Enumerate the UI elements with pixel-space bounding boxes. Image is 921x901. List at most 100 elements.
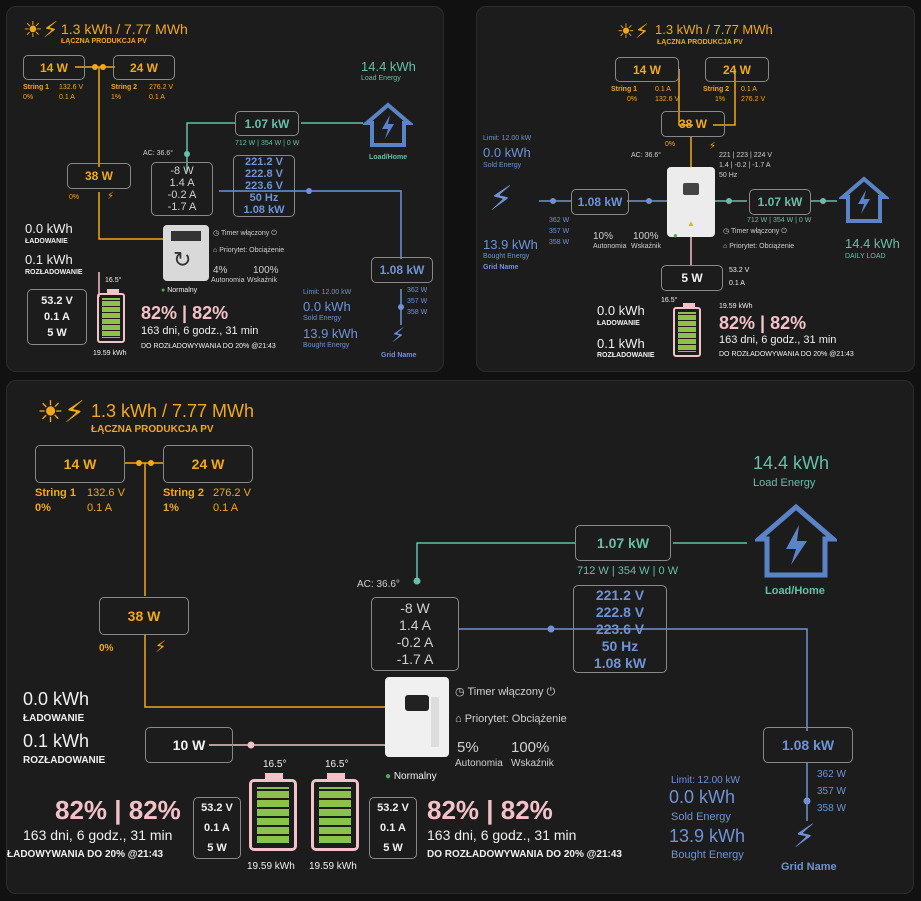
battery-icon-1[interactable] [249, 773, 299, 853]
inverter-current1: 1.4 A [399, 617, 431, 633]
string2-box[interactable]: 24 W [113, 55, 175, 80]
battery-current: 0.1 A [204, 822, 230, 834]
battery-temp-1: 16.5° [263, 759, 287, 770]
string2-box[interactable]: 24 W [705, 57, 769, 82]
inverter-amps: 1.4 | -0.2 | -1.7 A [719, 162, 771, 169]
pv-total-box[interactable]: 38 W [99, 597, 189, 635]
grid-phase2: 357 W [817, 786, 846, 797]
battery-temp: 16.5° [105, 277, 122, 284]
grid-phase1: 362 W [549, 217, 570, 224]
wskaznik-pct: 100% [253, 265, 279, 276]
string2-voltage: 276.2 V [149, 84, 174, 91]
inverter-freq: 50 Hz [719, 172, 738, 179]
battery-power-box[interactable]: 5 W [661, 265, 723, 291]
charge-energy: 0.0 kWh [597, 303, 645, 318]
string1-box[interactable]: 14 W [23, 55, 85, 80]
inverter-out-power: 1.08 kW [243, 204, 285, 216]
discharge-label: ROZŁADOWANIE [597, 352, 655, 359]
pv-total-box[interactable]: 38 W [67, 163, 131, 189]
string1-voltage: 132.6 V [59, 84, 84, 91]
inverter-image[interactable]: ↻ [163, 225, 209, 281]
grid-bought: 13.9 kWh [669, 826, 746, 846]
load-phases: 712 W | 354 W | 0 W [577, 565, 679, 577]
pv-pct: 0% [665, 141, 676, 148]
inverter-power: -8 W [400, 600, 430, 616]
autonomia-pct: 10% [593, 231, 614, 242]
grid-bought: 13.9 kWh [483, 237, 538, 252]
load-power-box[interactable]: 1.07 kW [749, 189, 811, 215]
pv-tower-icon: ⚡ [155, 639, 167, 656]
string1-pct: 0% [627, 96, 638, 103]
pylon-icon: ⚡ [489, 180, 513, 218]
load-energy: 14.4 kWh [753, 453, 830, 473]
string2-box[interactable]: 24 W [163, 445, 253, 483]
battery-values-box-left[interactable]: 53.2 V 0.1 A 5 W [193, 797, 241, 859]
pv-tower-icon: ⚡ [107, 191, 115, 202]
grid-bought: 13.9 kWh [303, 326, 358, 341]
inverter-voltage-box[interactable]: 221.2 V 222.8 V 223.6 V 50 Hz 1.08 kW [233, 155, 295, 217]
inverter-out-power: 1.08 kW [593, 654, 647, 671]
pv-tower-icon: ⚡ [709, 141, 717, 152]
string2-pct: 1% [163, 502, 179, 514]
voltage-l1: 221.2 V [245, 156, 283, 168]
string1-current: 0.1 A [655, 86, 671, 93]
ac-temp: AC: 36.6° [143, 150, 174, 157]
load-energy: 14.4 kWh [845, 236, 900, 251]
battery-temp: 16.5° [661, 297, 678, 304]
battery-current: 0.1 A [729, 280, 745, 287]
battery-capacity: 19.59 kWh [719, 303, 753, 310]
status-dot: ● [673, 231, 678, 240]
load-energy: 14.4 kWh [361, 59, 416, 74]
grid-power-box[interactable]: 1.08 kW [763, 727, 853, 763]
battery-current: 0.1 A [380, 822, 406, 834]
inverter-values-box[interactable]: -8 W 1.4 A -0.2 A -1.7 A [371, 597, 459, 671]
inverter-values-box[interactable]: -8 W 1.4 A -0.2 A -1.7 A [151, 162, 213, 216]
battery-soc-right: 82% | 82% [427, 795, 553, 825]
string1-voltage: 132.6 V [87, 487, 125, 499]
battery-icon-2[interactable] [311, 773, 361, 853]
load-power-box[interactable]: 1.07 kW [235, 111, 299, 136]
priority-label: ⌂ Priorytet: Obciążenie [723, 243, 795, 250]
grid-name: Grid Name [781, 861, 837, 873]
flow-lines-mid [539, 69, 837, 265]
battery-icon[interactable] [673, 303, 705, 361]
inverter-voltage-box[interactable]: 221.2 V 222.8 V 223.6 V 50 Hz 1.08 kW [573, 585, 667, 673]
battery-capacity-2: 19.59 kWh [309, 861, 357, 872]
pv-total-box[interactable]: 38 W [661, 111, 725, 137]
inverter-current3: -1.7 A [396, 651, 434, 667]
string1-box[interactable]: 14 W [615, 57, 679, 82]
inverter-volts: 221 | 223 | 224 V [719, 152, 773, 159]
inverter-status: ● Normalny [161, 287, 198, 294]
home-icon [839, 176, 889, 223]
battery-values-box[interactable]: 53.2 V 0.1 A 5 W [27, 289, 87, 345]
sun-icon: ☀⚡ [617, 21, 649, 43]
grid-limit: Limit: 12.00 kW [303, 289, 352, 296]
load-power-box[interactable]: 1.07 kW [575, 525, 671, 561]
battery-icon[interactable] [97, 289, 129, 347]
discharge-label: ROZŁADOWANIE [23, 755, 106, 766]
battery-runtime-right: 163 dni, 6 godz., 31 min [427, 827, 577, 843]
battery-values-box-right[interactable]: 53.2 V 0.1 A 5 W [369, 797, 417, 859]
voltage-l2: 222.8 V [595, 603, 645, 620]
string2-name: String 2 [703, 86, 730, 93]
voltage-l3: 223.6 V [595, 620, 645, 637]
grid-sold: 0.0 kWh [303, 299, 351, 314]
inverter-image[interactable]: ▲ [667, 167, 715, 237]
pv-subtitle: ŁĄCZNA PRODUKCJA PV [91, 424, 214, 435]
battery-until: DO ROZŁADOWYWANIA DO 20% @21:43 [141, 343, 276, 350]
home-icon [755, 503, 837, 578]
inverter-current3: -1.7 A [167, 201, 197, 213]
battery-runtime: 163 dni, 6 godz., 31 min [719, 334, 837, 346]
battery-power-box[interactable]: 10 W [145, 727, 233, 763]
string1-box[interactable]: 14 W [35, 445, 125, 483]
grid-power-box[interactable]: 1.08 kW [571, 189, 629, 215]
frequency: 50 Hz [601, 637, 639, 654]
grid-sold-label: Sold Energy [303, 315, 342, 322]
ac-temp: AC: 36.6° [631, 152, 662, 159]
grid-power-box[interactable]: 1.08 kW [371, 257, 433, 283]
battery-soc: 82% | 82% [141, 303, 229, 323]
inverter-image[interactable] [385, 677, 449, 757]
battery-soc-left: 82% | 82% [55, 795, 181, 825]
battery-voltage: 53.2 V [729, 267, 750, 274]
string1-pct: 0% [23, 94, 34, 101]
